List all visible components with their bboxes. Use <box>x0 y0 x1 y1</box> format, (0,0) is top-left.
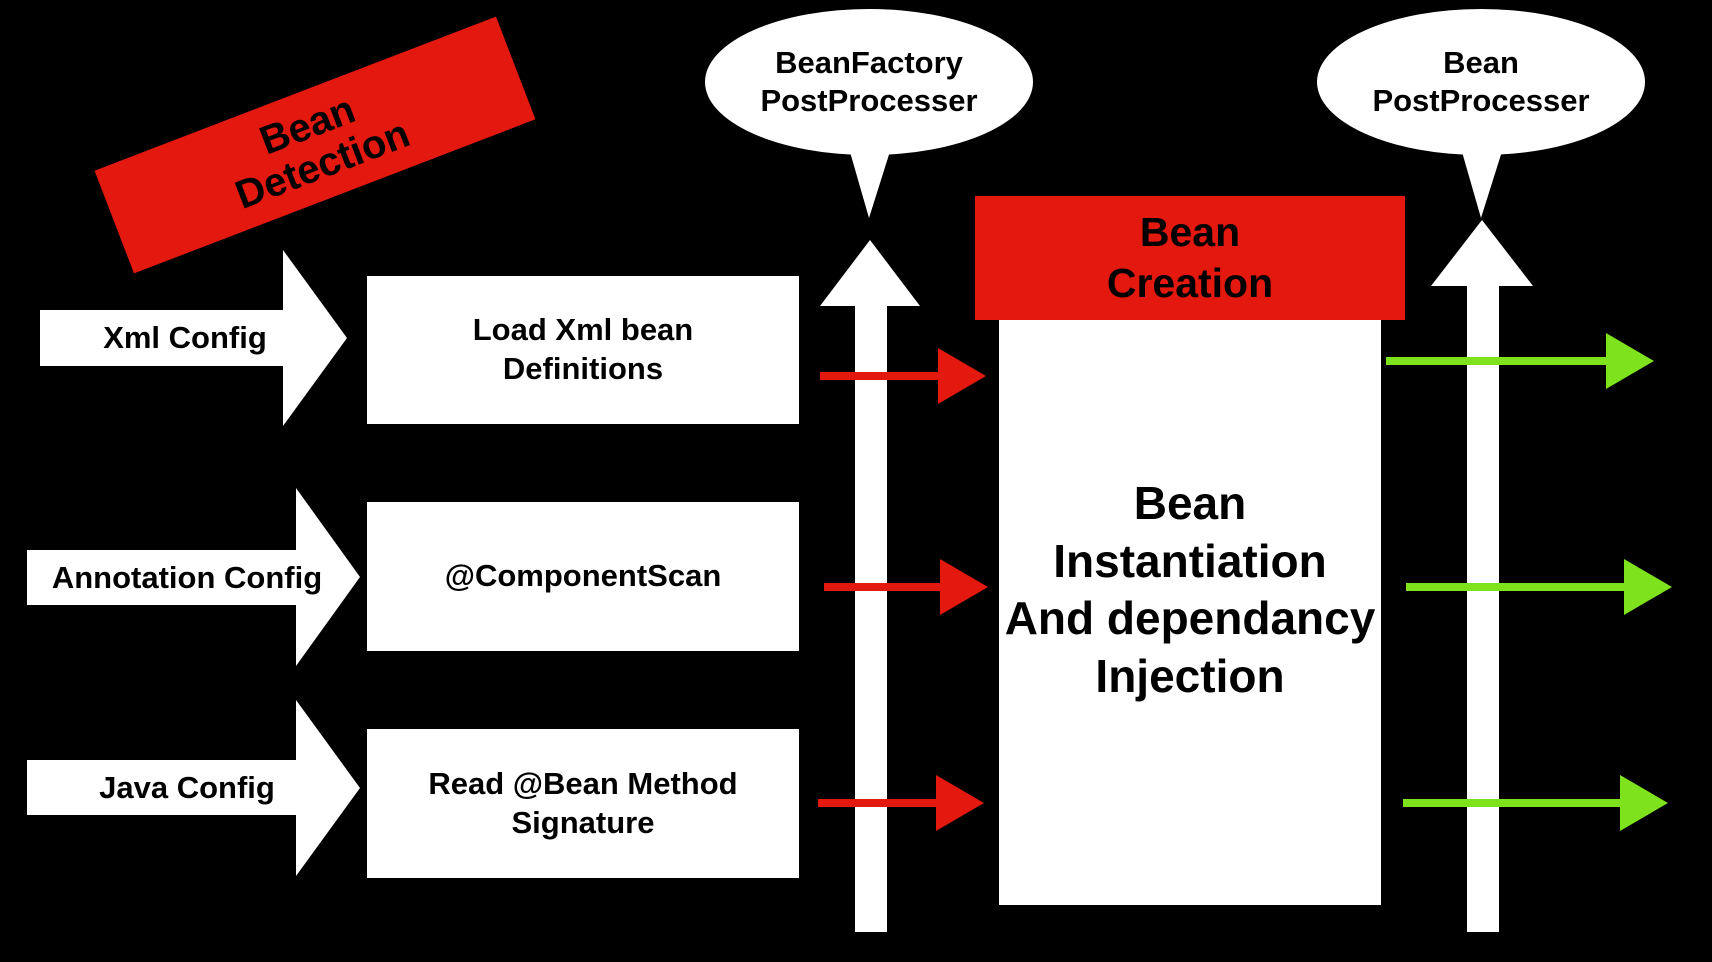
bean-creation-body-text: Bean Instantiation And dependancy Inject… <box>1004 477 1376 702</box>
bean-factory-postprocessor-bubble <box>705 9 1033 218</box>
red-flow-arrow-3 <box>818 775 984 831</box>
bean-creation-body: Bean Instantiation And dependancy Inject… <box>999 320 1381 905</box>
xml-config-label: Xml Config <box>103 320 267 356</box>
component-scan-text: @ComponentScan <box>444 558 722 594</box>
bean-postprocessor-bubble <box>1317 9 1645 218</box>
xml-config-arrow <box>40 250 347 426</box>
bean-creation-label: Bean Creation <box>1106 208 1274 306</box>
component-scan-box: @ComponentScan <box>367 502 799 651</box>
annotation-config-label: Annotation Config <box>51 559 323 595</box>
read-bean-method-box: Read @Bean Method Signature <box>367 729 799 878</box>
red-flow-arrow-1 <box>820 348 986 404</box>
bean-factory-postprocessor-label: BeanFactory PostProcesser <box>760 45 978 118</box>
bean-creation-banner: Bean Creation <box>975 196 1405 320</box>
annotation-config-arrow <box>27 488 360 666</box>
load-xml-definitions-box: Load Xml bean Definitions <box>367 276 799 424</box>
green-output-arrow-1 <box>1386 333 1654 389</box>
read-bean-method-text: Read @Bean Method Signature <box>428 765 738 840</box>
bean-postprocessor-label: Bean PostProcesser <box>1372 45 1590 118</box>
bean-postprocessor-arrow <box>1431 220 1533 932</box>
green-output-arrow-3 <box>1403 775 1668 831</box>
java-config-arrow <box>27 700 360 876</box>
load-xml-definitions-text: Load Xml bean Definitions <box>472 312 694 386</box>
red-flow-arrow-2 <box>824 559 988 615</box>
green-output-arrow-2 <box>1406 559 1672 615</box>
java-config-label: Java Config <box>99 769 275 805</box>
